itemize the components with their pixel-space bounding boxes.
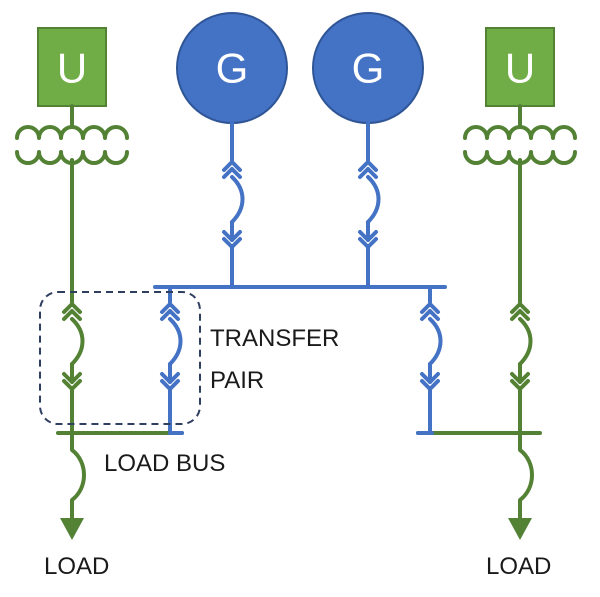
load-arrow-right: [508, 518, 532, 540]
utility-symbol-left: U: [57, 45, 87, 92]
utility-box-left: [37, 27, 107, 107]
load-label-right: LOAD: [486, 553, 551, 580]
utility-right: U: [463, 27, 577, 435]
transfer-pair-label-line1: TRANSFER: [210, 325, 339, 352]
load-label-left: LOAD: [44, 553, 109, 580]
load-bus-label: LOAD BUS: [104, 450, 225, 477]
generator-1: G: [176, 12, 288, 289]
generator-breaker-2: [358, 160, 381, 249]
transfer-pair-box: [39, 291, 201, 425]
load-drop-left: [60, 431, 86, 540]
utility-box-right: [485, 27, 555, 107]
utility-symbol-right: U: [505, 45, 535, 92]
transformer-right: [463, 125, 577, 165]
generator-symbol-1: G: [216, 45, 249, 92]
load-drop-right: [508, 431, 534, 540]
generator-symbol-2: G: [352, 45, 385, 92]
load-arrow-left: [60, 518, 84, 540]
transformer-left: [15, 125, 129, 165]
generator-breaker-1: [222, 160, 245, 249]
utility-left: U: [15, 27, 129, 435]
utility-breaker-right: [510, 302, 533, 391]
generator-feeder-breaker-left: [160, 302, 183, 391]
utility-breaker-left: [62, 302, 85, 391]
generator-2: G: [312, 12, 424, 289]
generator-feeder-breaker-right: [420, 302, 443, 391]
transfer-pair-label-line2: PAIR: [210, 367, 264, 394]
